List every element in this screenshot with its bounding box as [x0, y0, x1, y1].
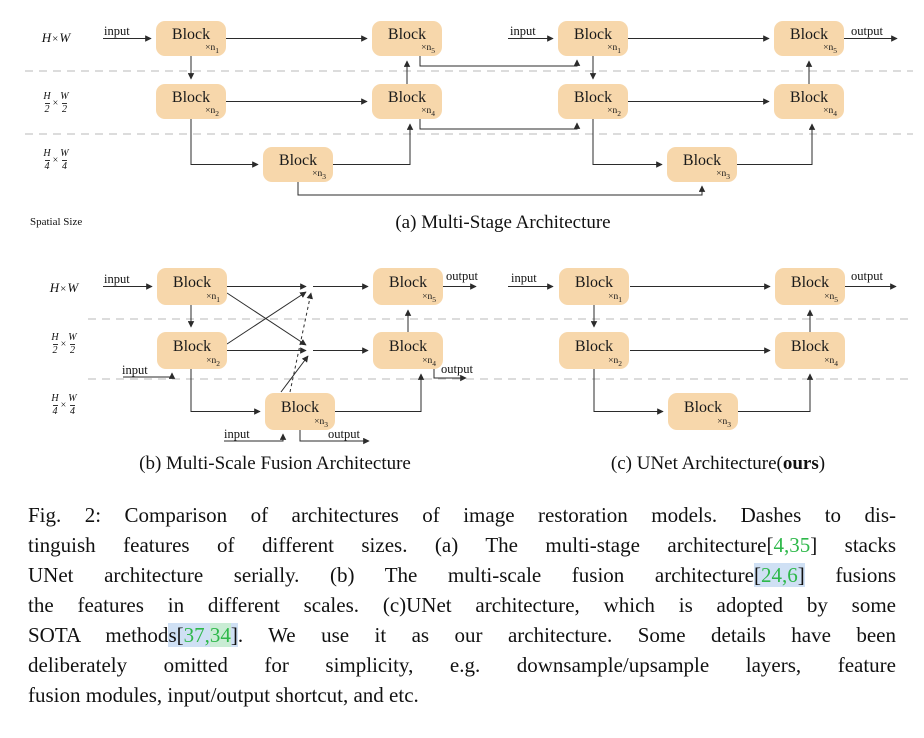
figure-a-stage1-arrows	[103, 35, 414, 168]
caption-line: fusion modules, input/output shortcut, a…	[28, 683, 419, 707]
figure-a-scale-separators	[25, 70, 913, 135]
fig-c-block-n5: Block ×n5	[775, 268, 845, 305]
fig-b-row-label-hxw: H×W	[49, 280, 79, 295]
caption-a: (a) Multi-Stage Architecture	[395, 212, 611, 233]
caption-line: UNet architecture serially. (b) The mult…	[28, 563, 896, 587]
fig-c-input-label: input	[511, 271, 537, 285]
fig-a-s1-block-n3: Block ×n3	[263, 147, 333, 182]
figure-a-interstage-arrows	[297, 56, 706, 196]
fig-b-input2-label: input	[122, 363, 148, 377]
fig-b-input1-label: input	[104, 272, 130, 286]
caption-line: deliberately omitted for simplicity, e.g…	[28, 653, 896, 677]
fig-a-row-label-hxw: H×W	[41, 30, 71, 45]
figure-caption: Fig. 2: Comparison of architectures of i…	[28, 500, 896, 710]
fig-a-s1-block-n5: Block ×n5	[372, 21, 442, 56]
caption-line: tinguish features of different sizes. (a…	[28, 533, 896, 557]
fig-a-s1-block-n4: Block ×n4	[372, 84, 442, 119]
fig-b-block-n4: Block ×n4	[373, 332, 443, 369]
fig-c-block-n2: Block ×n2	[559, 332, 629, 369]
fig-c-block-n4: Block ×n4	[775, 332, 845, 369]
fig-b-output1-label: output	[446, 269, 478, 283]
fig-b-output2-label: output	[441, 362, 473, 376]
fig-b-input3-label: input	[224, 427, 250, 441]
caption-line: Fig. 2: Comparison of architectures of i…	[28, 503, 896, 527]
figure-c-arrows	[508, 283, 897, 415]
diagram-connectors	[25, 35, 913, 445]
fig-b-block-n2: Block ×n2	[157, 332, 227, 369]
caption-b: (b) Multi-Scale Fusion Architecture	[139, 453, 411, 474]
fig-c-block-n1: Block ×n1	[559, 268, 629, 305]
fig-b-block-n1: Block ×n1	[157, 268, 227, 305]
fig-a-output-label: output	[851, 24, 883, 38]
spatial-size-label: Spatial Size	[30, 216, 83, 228]
caption-c: (c) UNet Architecture(ours)	[610, 453, 826, 474]
figure-b-arrows	[103, 283, 477, 445]
fig-a-s1-input-label: input	[104, 24, 130, 38]
fig-b-block-n5: Block ×n5	[373, 268, 443, 305]
fig-a-s2-block-n5: Block ×n5	[774, 21, 844, 56]
figure-a-stage2-arrows	[508, 35, 898, 168]
fig-a-s2-block-n4: Block ×n4	[774, 84, 844, 119]
fig-c-block-n3: Block ×n3	[668, 393, 738, 430]
fig-a-s1-block-n2: Block ×n2	[156, 84, 226, 119]
fig-b-output3-label: output	[328, 427, 360, 441]
figure-bc-scale-separators	[88, 318, 913, 380]
caption-line: the features in different scales. (c)UNe…	[28, 593, 896, 617]
fig-a-s2-block-n2: Block ×n2	[558, 84, 628, 119]
fig-a-s2-block-n3: Block ×n3	[667, 147, 737, 182]
fig-c-output-label: output	[851, 269, 883, 283]
fig-a-s2-input-label: input	[510, 24, 536, 38]
fig-a-s1-block-n1: Block ×n1	[156, 21, 226, 56]
caption-line: SOTA methods[37,34]. We use it as our ar…	[28, 623, 896, 647]
fig-a-s2-block-n1: Block ×n1	[558, 21, 628, 56]
fig-b-block-n3: Block ×n3	[265, 393, 335, 430]
